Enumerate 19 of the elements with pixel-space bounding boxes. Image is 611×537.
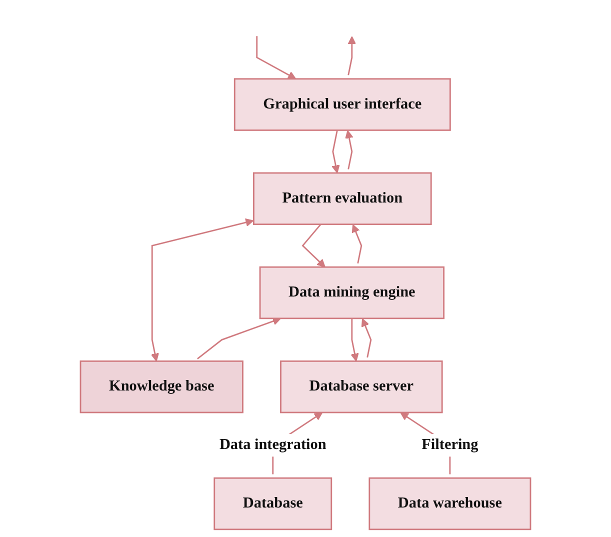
edge-label: Data integration (219, 436, 326, 453)
arrow (197, 317, 281, 360)
arrow (150, 218, 254, 362)
arrow (350, 318, 359, 362)
arrow (348, 36, 356, 76)
node-box (252, 172, 432, 226)
node-box (214, 477, 332, 530)
arrow (256, 36, 296, 80)
node-box (280, 360, 443, 414)
node-box (80, 360, 244, 414)
node-box (234, 78, 451, 131)
edge-label: Filtering (422, 436, 478, 453)
arrow (332, 130, 340, 174)
arrow (361, 318, 372, 358)
node-box (259, 266, 444, 320)
arrow (345, 130, 354, 170)
arrow (302, 224, 326, 268)
node-box (368, 477, 532, 530)
arrow (352, 224, 362, 264)
